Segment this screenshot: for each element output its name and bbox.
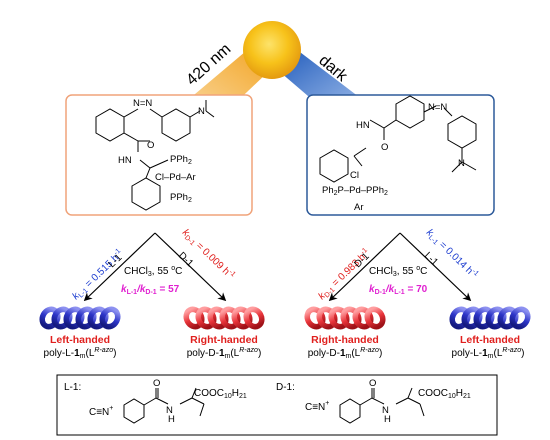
left-cl-pd-ar-label: Cl–Pd–Ar — [155, 172, 196, 183]
product-3-name: poly-D-1m(LR-azo) — [308, 347, 383, 360]
monomer-l-label: L-1: — [64, 382, 81, 393]
helix-right-handed-red-2 — [304, 306, 386, 330]
helix-right-handed-red — [183, 306, 265, 330]
left-pph2-bottom-label: PPh2 — [170, 192, 192, 204]
monomer-d-label: D-1: — [276, 382, 295, 393]
right-azo-label: N=N — [428, 102, 447, 113]
monomer-l-ester: COOC10H21 — [194, 388, 247, 400]
product-2-title: Right-handed — [190, 334, 258, 346]
sun-icon — [243, 21, 301, 79]
helix-coil-turn — [509, 306, 531, 330]
right-selectivity-ratio: kD-1/kL-1 = 70 — [369, 284, 428, 296]
helix-coil-turn — [243, 306, 265, 330]
left-complex-labels: N=N N O HN PPh2 Cl–Pd–Ar PPh2 — [118, 98, 205, 204]
right-p-pd-p-label: Ph2P–Pd–PPh2 — [322, 185, 388, 197]
product-3-title: Right-handed — [311, 334, 379, 346]
monomer-l-structure — [123, 387, 205, 424]
left-amide-n-label: HN — [118, 155, 132, 166]
product-1-name: poly-L-1m(LR-azo) — [44, 347, 117, 360]
left-selectivity-ratio: kL-1/kD-1 = 57 — [121, 284, 180, 296]
product-4-name: poly-L-1m(LR-azo) — [452, 347, 525, 360]
monomer-l-o: O — [153, 378, 160, 389]
right-cl-label: Cl — [350, 170, 359, 181]
monomer-d-isocyanide: C≡N+ — [305, 400, 329, 413]
monomer-l-isocyanide: C≡N+ — [89, 405, 113, 418]
helix-coil-turn — [364, 306, 386, 330]
right-nme2-label: N — [458, 158, 465, 169]
helix-left-handed-blue-2 — [449, 306, 531, 330]
left-complex-box — [65, 94, 253, 216]
right-conditions: CHCl3, 55 oC — [369, 265, 427, 278]
right-branch-arrows — [328, 232, 472, 302]
left-pph2-top-label: PPh2 — [170, 154, 192, 166]
product-2-name: poly-D-1m(LR-azo) — [187, 347, 262, 360]
helix-coil-turn — [99, 306, 121, 330]
monomer-d-structure — [339, 387, 425, 424]
product-1-title: Left-handed — [50, 334, 110, 346]
monomer-structures-box — [56, 374, 498, 436]
left-amide-o-label: O — [147, 140, 154, 151]
left-branch-arrows — [83, 232, 227, 302]
monomer-d-ester: COOC10H21 — [418, 388, 471, 400]
helix-left-handed-blue — [39, 306, 121, 330]
right-complex-box — [306, 94, 495, 216]
right-complex-structure — [319, 95, 477, 183]
product-4-title: Left-handed — [460, 334, 520, 346]
left-azo-label: N=N — [133, 98, 152, 109]
left-complex-structure — [95, 100, 215, 211]
right-complex-labels: N=N N O HN Cl Ph2P–Pd–PPh2 Ar — [322, 102, 465, 213]
left-nme2-label: N — [198, 106, 205, 117]
monomer-d-o: O — [369, 378, 376, 389]
right-amide-n-label: HN — [356, 120, 370, 131]
right-ar-label: Ar — [354, 202, 364, 213]
left-conditions: CHCl3, 55 oC — [124, 265, 182, 278]
right-amide-o-label: O — [381, 142, 388, 153]
